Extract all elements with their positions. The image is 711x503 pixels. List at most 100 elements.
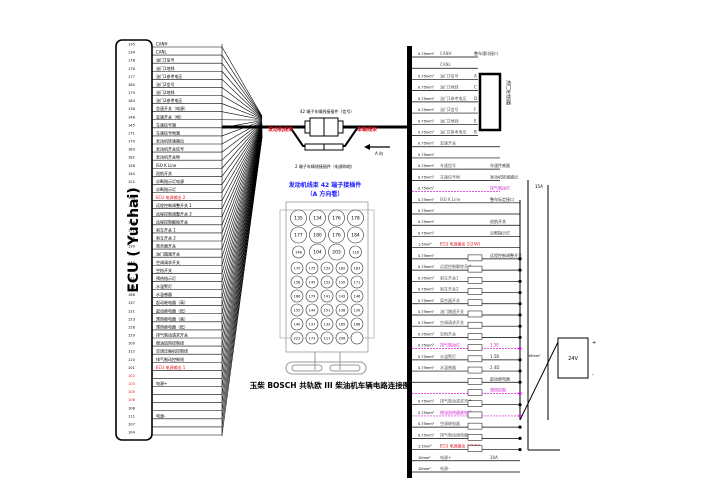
connector-pin: 183 <box>350 261 364 275</box>
wire-label: 空档开关 <box>440 330 456 336</box>
component-label: 车速传感器 <box>490 162 510 168</box>
harness-wire <box>221 123 263 193</box>
pin-number: 109 <box>128 342 136 346</box>
connector-pin: 138 <box>335 303 349 317</box>
pin-label: 油门2信号 <box>156 81 175 87</box>
main-gauge-label: 16mm² <box>528 354 541 358</box>
vehicle-wire-row: 0.75mm² 空档开关 <box>412 330 522 340</box>
pin-number: 152 <box>128 269 135 273</box>
connector-title: 发动机线束 42 端子接插件 <box>288 181 362 189</box>
connector-pin-number: 183 <box>354 267 361 271</box>
connector-pin-number: 145 <box>309 281 316 285</box>
connector-pin-number: 148 <box>295 251 302 255</box>
harness-wire <box>221 130 263 306</box>
connector-pin-number: 178 <box>351 216 360 222</box>
harness-wire <box>221 130 263 314</box>
component-label: 整车标定接口 <box>490 196 514 202</box>
wire-label: 油门2信号 <box>440 106 459 112</box>
pin-label: 起动继电器（低） <box>156 307 188 313</box>
connector-subtitle: （A 方向看） <box>307 190 344 198</box>
pin-number: 112 <box>128 350 135 354</box>
pin-label: 起动继电器（高） <box>156 299 188 305</box>
connector-pin-number: 134 <box>313 216 322 222</box>
harness-wire <box>221 128 263 266</box>
wire-gauge: 0.75mm² <box>418 153 435 157</box>
throttle-sensor-label: 油门传感器 <box>505 79 511 106</box>
pin-label: 发动机开关地 <box>156 154 180 160</box>
connector-pin: 203 <box>328 243 345 261</box>
wire-gauge: 0.75mm² <box>418 411 435 415</box>
switch-icon <box>467 378 483 385</box>
wire-label: 空调请求开关 <box>440 319 464 325</box>
pin-label: 怠速开关（电源） <box>156 105 188 111</box>
wire-gauge: 0.75mm² <box>418 86 435 90</box>
component-label: E <box>474 118 477 123</box>
connector-pin-number: 176 <box>332 233 341 239</box>
pin-label: 电源- <box>156 412 166 418</box>
wire-gauge: 0.75mm² <box>418 74 435 78</box>
harness-wire <box>221 132 263 339</box>
wire-gauge: 0.75mm² <box>418 97 435 101</box>
connector-pin: 171 <box>350 275 364 289</box>
harness-wire <box>221 111 263 120</box>
connector-pin: 116 <box>349 245 362 259</box>
connector-pin-number: 135 <box>294 216 303 222</box>
pin-label: 车速信号地端 <box>156 129 180 135</box>
component-label: D <box>474 96 477 101</box>
wire-gauge: 0.75mm² <box>418 332 435 336</box>
svg-text:+: + <box>592 340 596 346</box>
pin-number: 102 <box>128 374 135 378</box>
wire-gauge: 0.75mm² <box>418 400 435 404</box>
wire-gauge: 0.75mm² <box>418 164 435 168</box>
wire-gauge: 0.75mm² <box>418 198 435 202</box>
pin-label: 空档开关 <box>156 267 172 273</box>
harness-wire <box>221 129 263 298</box>
connector-pin: 175 <box>305 261 319 275</box>
pin-label: 远程控制解除开关 <box>156 218 188 224</box>
vehicle-wire-row: 起动继电器 <box>412 375 522 385</box>
wire-label: ECU 电源输出 1(24V) <box>440 443 481 449</box>
connector-pin: 180 <box>309 226 326 244</box>
pin-label: 刹车开关 1 <box>156 226 176 232</box>
harness-wire <box>221 128 263 282</box>
pin-label: 水温感器 <box>156 291 172 297</box>
harness-wire <box>221 125 263 217</box>
connector-pin: 173 <box>305 331 319 345</box>
pin-label: 发动机转速输出 <box>156 138 184 144</box>
pin-label: 排气制动请求开关 <box>156 332 188 338</box>
connector-pin: 168 <box>350 317 364 331</box>
connector-pin: 206 <box>335 331 349 345</box>
pin-number: 153 <box>128 204 135 208</box>
wire-label: 燃油加热器继电器 <box>440 409 472 415</box>
connector-pin: 176 <box>328 226 345 244</box>
switch-icon <box>467 265 483 273</box>
wire-gauge: 10mm² <box>418 467 431 471</box>
connector-pin: 142 <box>335 289 349 303</box>
connector-pin: 182 <box>335 261 349 275</box>
connector-pin-number: 137 <box>309 323 316 327</box>
pin-label: 油门2地线 <box>156 89 175 95</box>
ecu-pin-row: 105 <box>128 390 222 395</box>
switch-icon <box>467 310 483 318</box>
connector-pin-number: 182 <box>339 267 346 271</box>
pin-number: 148 <box>128 115 136 119</box>
component-label: 发动机转速输出 <box>490 173 518 179</box>
vehicle-harness-label: 车辆线束 <box>357 126 378 133</box>
harness-wire <box>221 54 263 117</box>
